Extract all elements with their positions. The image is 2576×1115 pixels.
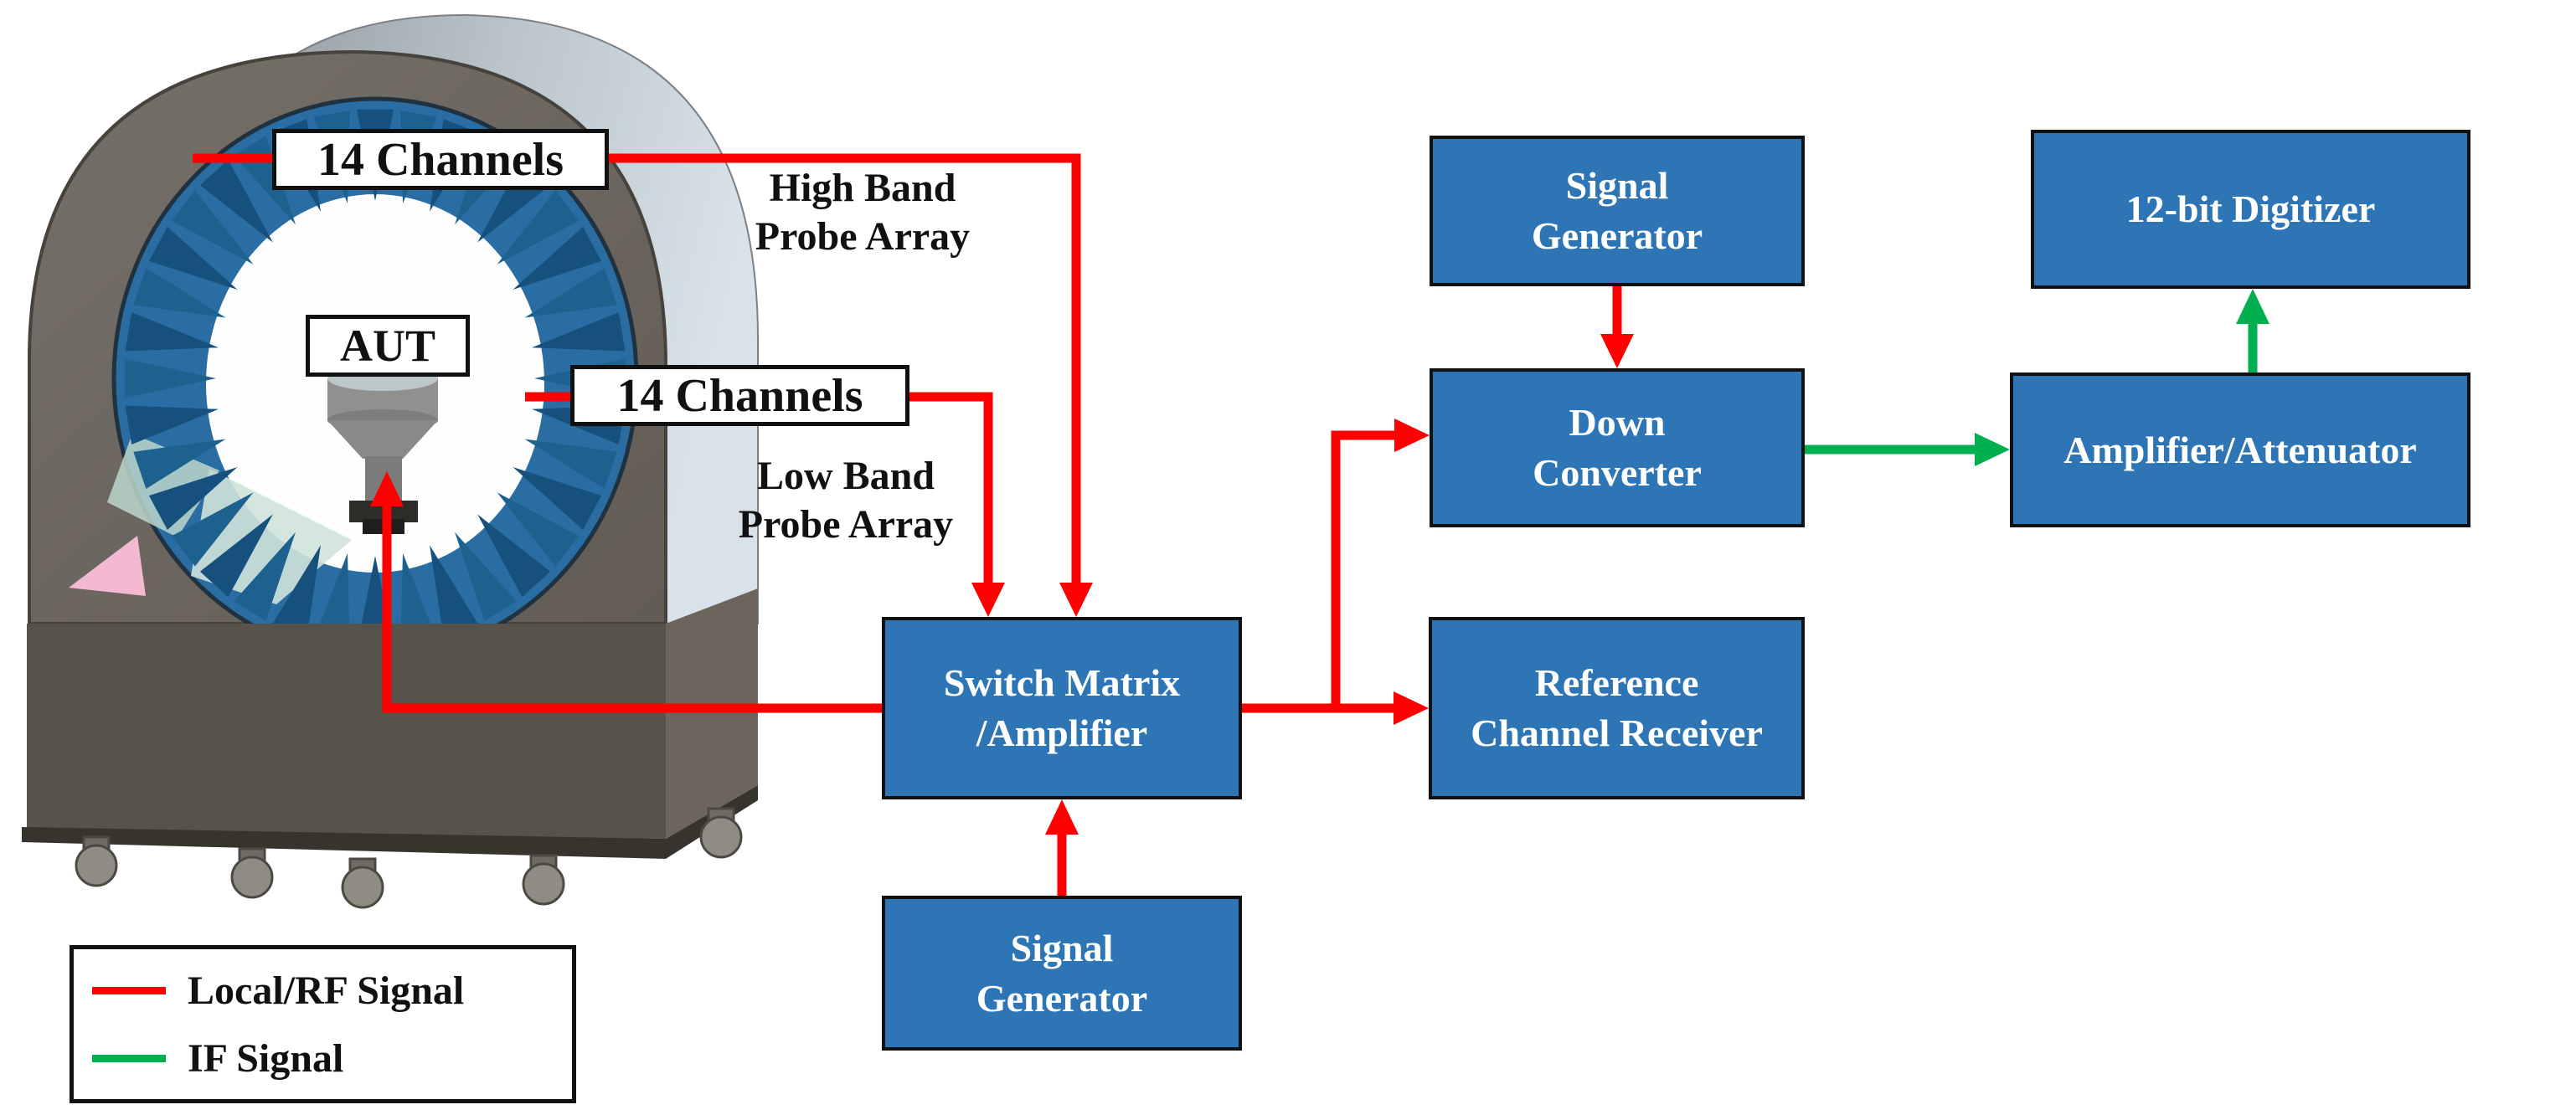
block-label: Down bbox=[1569, 401, 1666, 444]
arrowhead bbox=[1600, 334, 1634, 368]
block-label: Generator bbox=[976, 976, 1148, 1020]
caster-wheel bbox=[75, 844, 118, 887]
conn-aut bbox=[382, 502, 882, 713]
conn-junction-up bbox=[1331, 430, 1399, 708]
block-digitizer: 12-bit Digitizer bbox=[2031, 130, 2470, 289]
block-label: Converter bbox=[1533, 451, 1702, 494]
arrowhead bbox=[2236, 289, 2269, 324]
pink-absorber bbox=[69, 536, 146, 596]
label-14-channels-low: 14 Channels bbox=[570, 365, 909, 426]
block-down-converter: Down Converter bbox=[1430, 368, 1805, 527]
legend-item-rf: Local/RF Signal bbox=[92, 968, 572, 1014]
block-label: Generator bbox=[1531, 214, 1703, 257]
arrowhead bbox=[370, 471, 404, 506]
conn-low-band bbox=[909, 392, 993, 586]
arrowhead bbox=[1045, 799, 1079, 835]
legend: Local/RF Signal IF Signal bbox=[70, 945, 576, 1103]
block-label: /Amplifier bbox=[976, 712, 1148, 754]
block-amplifier-attenuator: Amplifier/Attenuator bbox=[2010, 373, 2470, 527]
block-label: Signal bbox=[1010, 926, 1114, 969]
block-label: Amplifier/Attenuator bbox=[2063, 428, 2417, 471]
caster-wheel bbox=[522, 862, 565, 906]
legend-label: IF Signal bbox=[188, 1035, 344, 1081]
arrowhead bbox=[1394, 419, 1430, 452]
legend-label: Local/RF Signal bbox=[188, 968, 465, 1013]
tag-text: 14 Channels bbox=[317, 133, 564, 186]
caster-wheel bbox=[699, 815, 743, 859]
block-signal-generator-top: Signal Generator bbox=[1430, 136, 1805, 286]
caster-wheel bbox=[341, 866, 384, 909]
conn-high-band bbox=[609, 153, 1081, 586]
label-14-channels-high: 14 Channels bbox=[272, 129, 609, 190]
if-signal-swatch bbox=[92, 1054, 166, 1062]
block-label: 12-bit Digitizer bbox=[2125, 188, 2376, 230]
label-low-band: Low Band Probe Array bbox=[738, 454, 954, 547]
block-switch-matrix: Switch Matrix /Amplifier bbox=[882, 617, 1242, 799]
arrowhead bbox=[1394, 691, 1429, 725]
block-label: Reference bbox=[1534, 661, 1699, 704]
block-label: Switch Matrix bbox=[943, 661, 1181, 704]
label-high-band: High Band Probe Array bbox=[755, 166, 971, 259]
block-label: Channel Receiver bbox=[1471, 712, 1763, 754]
block-reference-receiver: Reference Channel Receiver bbox=[1429, 617, 1805, 799]
tag-text: AUT bbox=[339, 321, 435, 371]
arrowhead bbox=[1059, 583, 1093, 617]
block-label: Signal bbox=[1565, 164, 1669, 207]
arrowhead bbox=[1975, 433, 2010, 466]
label-aut: AUT bbox=[306, 315, 470, 377]
chamber-base bbox=[22, 588, 758, 909]
legend-item-if: IF Signal bbox=[92, 1035, 572, 1082]
arrowhead bbox=[971, 583, 1005, 617]
caster-wheel bbox=[230, 856, 274, 899]
rf-signal-swatch bbox=[92, 986, 166, 994]
block-signal-generator-bottom: Signal Generator bbox=[882, 896, 1242, 1051]
tag-text: 14 Channels bbox=[616, 369, 863, 422]
chamber-render bbox=[22, 13, 759, 909]
